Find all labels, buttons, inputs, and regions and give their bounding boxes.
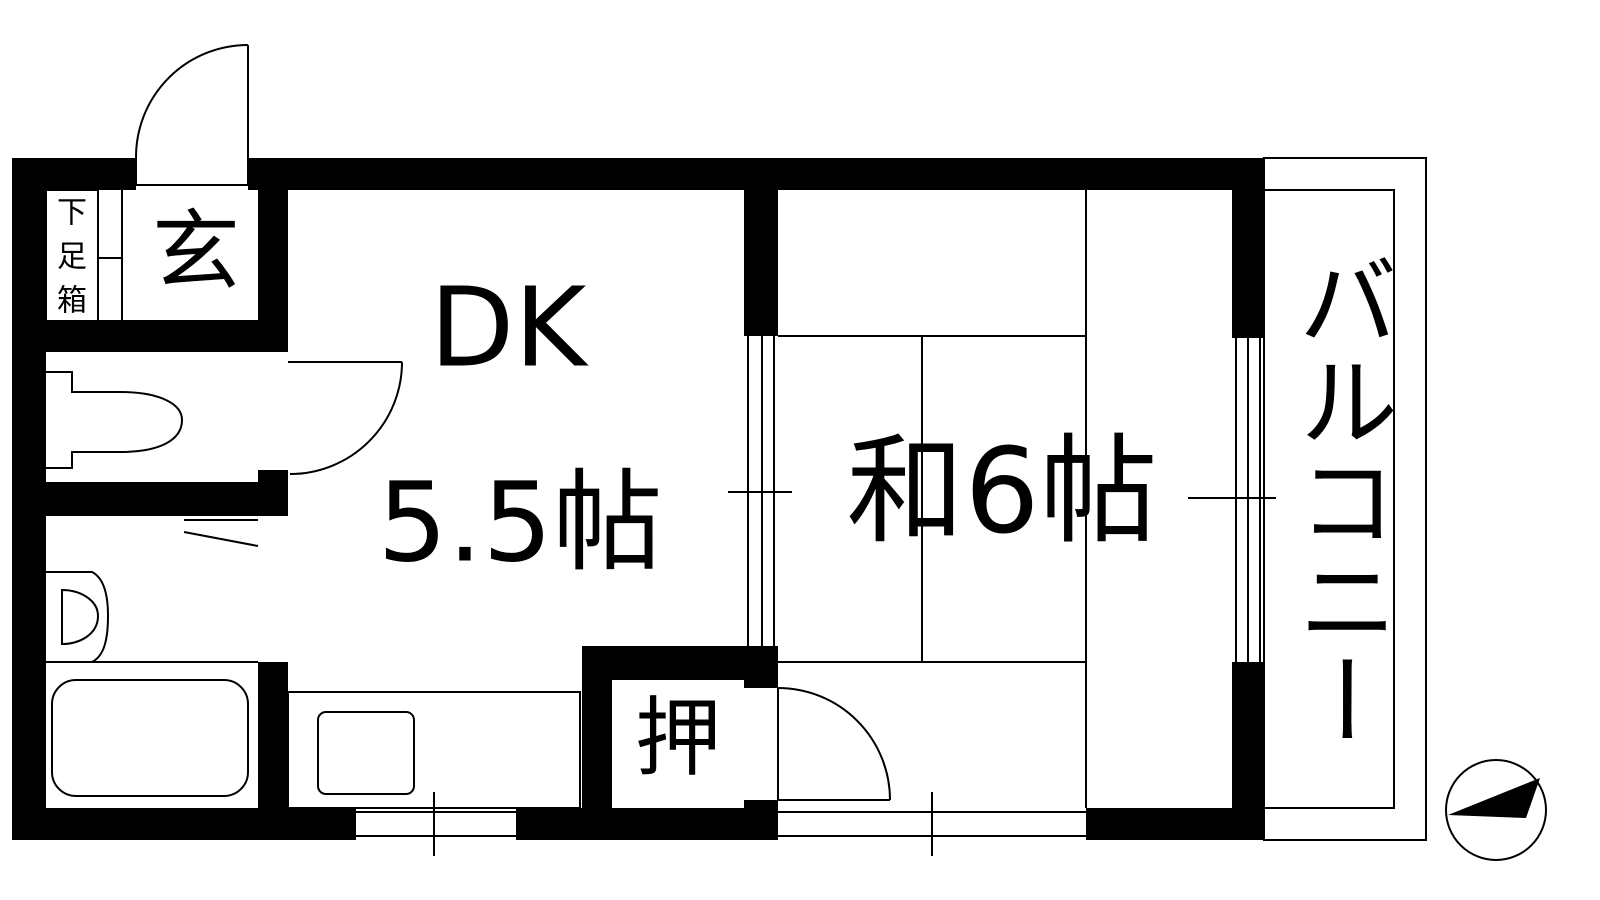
thin-lines [45,44,1547,861]
wall-genkan-toilet [46,320,288,352]
washitsu-label: 和6帖 [846,422,1157,560]
wall-wet-column-top [258,190,288,320]
shoe-box-label-1: 下 [57,196,87,231]
wall-bottom-left [12,808,356,840]
wall-right-top [1232,158,1264,338]
oshiire-door-swing [777,687,891,801]
dk-size-label: 5.5帖 [378,458,663,586]
kitchen-counter [287,691,581,809]
genkan-label: 玄 [152,200,240,303]
bathtub-icon [51,679,249,797]
oshiire-label: 押 [635,688,721,788]
wall-toilet-wash [46,482,288,516]
compass-ring [1445,759,1547,861]
washbasin-bowl [61,588,100,646]
kitchen-sink-icon [317,711,415,795]
shoe-box-label-3: 箱 [57,284,87,319]
wall-oshiire-right-low [744,800,778,840]
wall-bottom-mid [516,808,778,840]
wash-vanity-line-2 [183,531,259,547]
shoe-box-label-2: 足 [57,240,87,275]
wall-dk-washitsu-top [744,158,778,336]
wall-oshiire-right [744,646,778,688]
wall-oshiire-left [582,646,612,840]
north-arrow-icon [1448,778,1540,818]
washbasin-icon [46,571,110,663]
toilet-icon [46,371,184,469]
toilet-door-swing [289,361,403,475]
balcony-label: バルコニー [1281,250,1398,750]
dk-room-label: DK [430,263,590,391]
wall-left [12,158,46,840]
entry-door-swing [135,44,249,158]
wall-toilet-side [258,470,288,516]
wall-wash-bath-side [258,662,288,840]
wall-right-bottom [1232,662,1264,840]
